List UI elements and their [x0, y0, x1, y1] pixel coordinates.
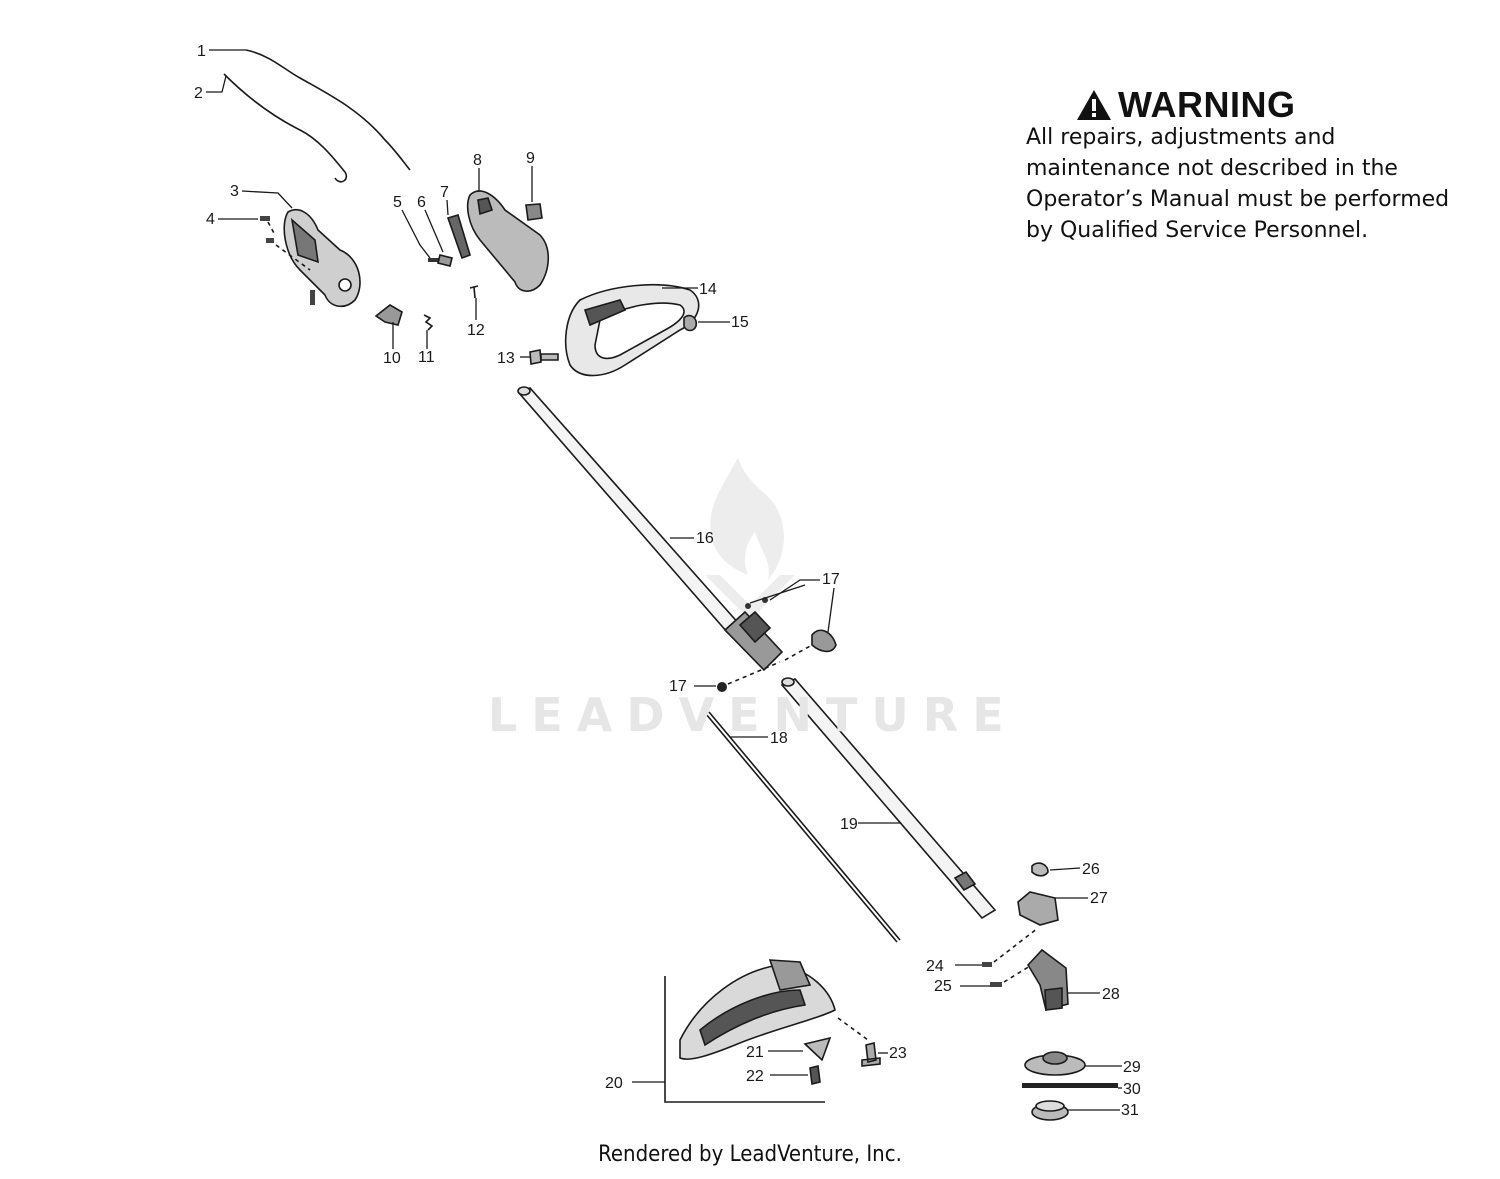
shaft-plug: [1031, 862, 1049, 877]
callout-1: 1: [197, 43, 206, 60]
warning-message: All repairs, adjustments and maintenance…: [1026, 125, 1450, 243]
callout-2: 2: [194, 85, 203, 102]
hub-nut: [1031, 1100, 1069, 1121]
pin: [469, 285, 479, 299]
upper-shaft-tube: [517, 386, 742, 634]
handle-bar: [564, 284, 700, 377]
callout-30: 30: [1123, 1081, 1141, 1098]
blade-screw: [809, 1065, 821, 1085]
watermark-text: LEADVENTURE: [488, 688, 1018, 742]
shaft-coupler: [723, 610, 784, 672]
callout-31: 31: [1121, 1102, 1139, 1119]
callout-23: 23: [889, 1045, 907, 1062]
watermark-flame-icon: [705, 458, 795, 620]
handle-knob: [683, 314, 698, 332]
handle-grip: [283, 208, 361, 308]
callout-11: 11: [418, 349, 435, 366]
callout-3: 3: [230, 183, 239, 200]
callout-25: 25: [934, 978, 952, 995]
warning-title: WARNING: [1076, 84, 1466, 126]
callout-21: 21: [746, 1044, 764, 1061]
callout-16: 16: [696, 530, 714, 547]
callout-27: 27: [1090, 890, 1108, 907]
warning-box: WARNING All repairs, adjustments and mai…: [1026, 84, 1466, 246]
callout-19: 19: [840, 816, 858, 833]
callout-26: 26: [1082, 861, 1100, 878]
stop-wire: [223, 73, 348, 183]
callout-17-lower: 17: [669, 678, 687, 695]
callout-12: 12: [467, 322, 485, 339]
callout-10: 10: [383, 350, 401, 367]
callout-22: 22: [746, 1068, 764, 1085]
callout-9: 9: [526, 150, 535, 167]
warning-triangle-icon: [1077, 90, 1111, 120]
callout-8: 8: [473, 152, 482, 169]
washer: [1022, 1083, 1118, 1088]
lower-shaft-tube: [780, 677, 997, 920]
callout-7: 7: [440, 184, 449, 201]
drive-shaft: [705, 713, 898, 943]
callout-29: 29: [1123, 1059, 1141, 1076]
shield-screw: [861, 1042, 881, 1067]
leader-lines: [206, 49, 1122, 1111]
warning-title-text: WARNING: [1118, 84, 1296, 125]
handle-housing: [466, 190, 550, 292]
gearhead-screws: [982, 927, 1039, 987]
callout-15: 15: [731, 314, 749, 331]
callout-20: 20: [605, 1075, 623, 1092]
debris-shield: [664, 959, 836, 1103]
trigger-parts: [428, 214, 471, 267]
callout-13: 13: [497, 350, 515, 367]
callout-18: 18: [770, 730, 788, 747]
footer-credit: Rendered by LeadVenture, Inc.: [598, 1142, 902, 1167]
throttle-cable: [245, 49, 411, 171]
grip-screws: [260, 216, 315, 305]
coupler-knob: [717, 597, 837, 692]
callout-numbers: 1 2 3 4 5 6 7 8 9 10 11 12 13 14 15 16 1…: [194, 43, 1141, 1119]
gearhead-clamp: [1017, 891, 1059, 926]
lock-nut: [525, 203, 543, 221]
trimmer-head-hub: [1024, 1051, 1086, 1076]
callout-6: 6: [417, 194, 426, 211]
callout-14: 14: [699, 281, 717, 298]
cable-clip: [374, 304, 403, 326]
callout-28: 28: [1102, 986, 1120, 1003]
callout-24: 24: [926, 958, 944, 975]
handle-bolt: [529, 349, 559, 365]
spring: [423, 314, 434, 331]
callout-5: 5: [393, 194, 402, 211]
callout-4: 4: [206, 211, 215, 228]
gearhead: [1027, 948, 1069, 1011]
callout-17-upper: 17: [822, 571, 840, 588]
line-cutter-blade: [803, 1036, 832, 1062]
